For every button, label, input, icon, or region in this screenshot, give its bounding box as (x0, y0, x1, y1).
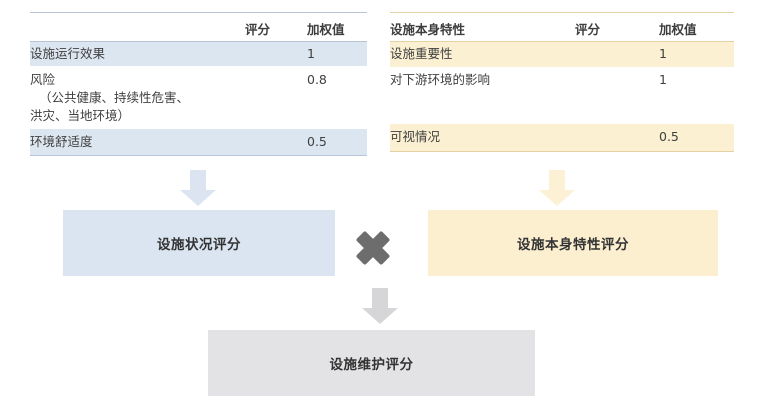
table-top-border (390, 12, 734, 13)
box-label: 设施本身特性评分 (517, 237, 629, 253)
row-score (575, 41, 659, 67)
row-criterion: 环境舒适度 (30, 129, 245, 156)
row-score (575, 124, 659, 152)
row-score (245, 66, 307, 129)
row-criterion: 设施重要性 (390, 41, 575, 67)
header-weight: 加权值 (307, 13, 367, 42)
arrow-head (362, 308, 398, 324)
row-weight: 0.5 (659, 124, 734, 152)
table-bottom-border (390, 151, 734, 152)
table-row: 设施运行效果 1 (30, 41, 367, 66)
row-criterion: 设施运行效果 (30, 41, 245, 66)
table-row: 风险 （公共健康、持续性危害、 洪灾、当地环境） 0.8 (30, 66, 367, 129)
multiply-icon (353, 228, 393, 268)
header-criterion: 设施本身特性 (390, 13, 575, 42)
header-score: 评分 (575, 13, 659, 42)
table-row: 对下游环境的影响 1 (390, 67, 734, 93)
risk-line-2: （公共健康、持续性危害、 (39, 90, 190, 106)
table-header-row: 评分 加权值 (30, 13, 367, 42)
risk-line-3: 洪灾、当地环境） (30, 108, 131, 124)
table-header-row: 设施本身特性 评分 加权值 (390, 13, 734, 42)
row-score (245, 129, 307, 156)
arrow-down-icon-condition (180, 170, 216, 206)
row-score (245, 41, 307, 66)
box-facility-intrinsic-score: 设施本身特性评分 (428, 210, 718, 276)
table-row: 环境舒适度 0.5 (30, 129, 367, 156)
header-weight: 加权值 (659, 13, 734, 42)
row-weight: 0.5 (307, 129, 367, 156)
box-facility-condition-score: 设施状况评分 (63, 210, 335, 276)
box-facility-maintenance-score: 设施维护评分 (208, 330, 535, 396)
header-criterion (30, 13, 245, 42)
facility-condition-table: 评分 加权值 设施运行效果 1 风险 （公共健康、持续性危害、 洪灾、当地环境）… (30, 12, 367, 156)
arrow-down-icon-maintenance (362, 288, 398, 324)
arrow-shaft (549, 170, 565, 190)
row-score (575, 67, 659, 93)
header-score: 评分 (245, 13, 307, 42)
row-weight: 1 (307, 41, 367, 66)
row-criterion: 对下游环境的影响 (390, 71, 491, 87)
row-criterion: 可视情况 (390, 124, 575, 152)
table-bottom-border (30, 155, 367, 156)
arrow-head (539, 190, 575, 206)
row-weight: 1 (659, 71, 667, 87)
arrow-down-icon-intrinsic (539, 170, 575, 206)
facility-intrinsic-table: 设施本身特性 评分 加权值 设施重要性 1 对下游环境的影响 1 可视情况 0 (390, 12, 734, 152)
arrow-shaft (190, 170, 206, 190)
row-criterion: 风险 （公共健康、持续性危害、 洪灾、当地环境） (30, 66, 245, 129)
row-weight: 1 (659, 41, 734, 67)
table-top-border (30, 12, 367, 13)
arrow-shaft (372, 288, 388, 308)
box-label: 设施维护评分 (329, 357, 414, 373)
row-weight: 0.8 (307, 72, 327, 87)
table-row: 设施重要性 1 (390, 41, 734, 67)
risk-line-1: 风险 (30, 72, 56, 87)
table-row: 可视情况 0.5 (390, 124, 734, 152)
arrow-head (180, 190, 216, 206)
table-spacer-row (390, 93, 734, 124)
box-label: 设施状况评分 (157, 237, 241, 253)
